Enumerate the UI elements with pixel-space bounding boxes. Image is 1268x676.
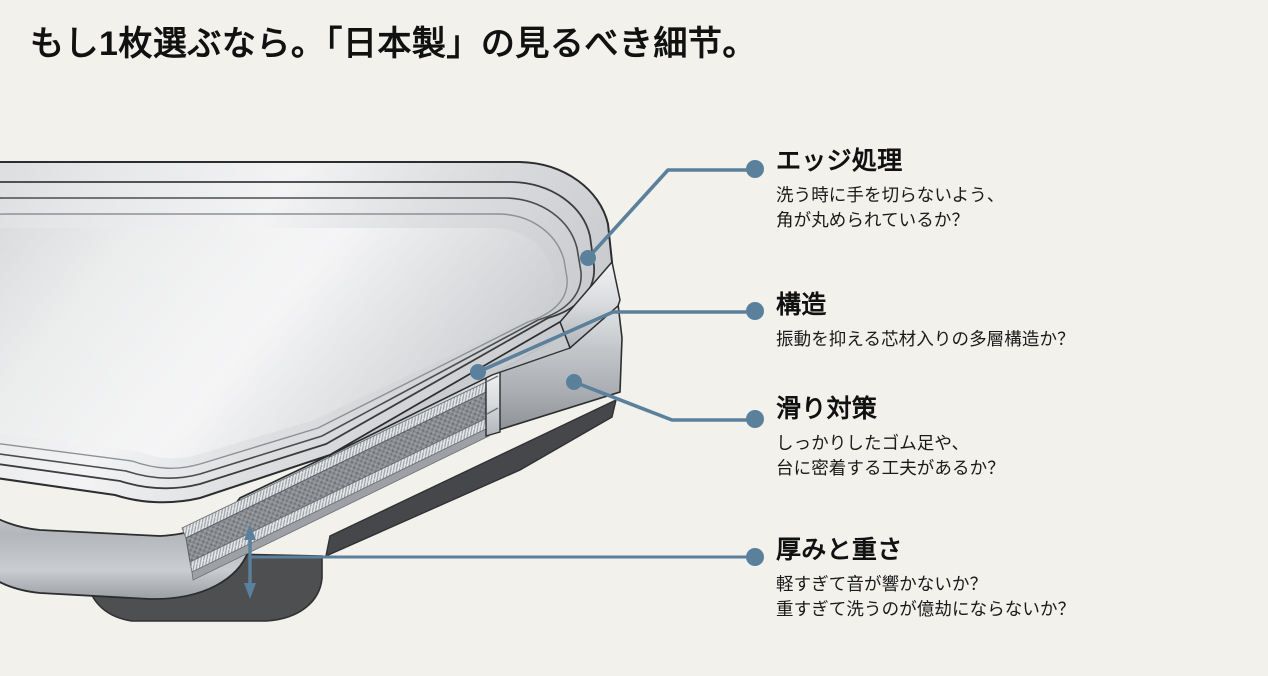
callout-weight-line-1: 軽すぎて音が響かないか？: [776, 573, 988, 594]
callout-structure-heading: 構造: [776, 291, 827, 319]
callout-slip-line-1: しっかりしたゴム足や、: [776, 432, 970, 453]
callout-edge: エッジ処理 洗う時に手を切らないよう、 角が丸められているか？: [776, 147, 1004, 235]
callout-edge-line-1: 洗う時に手を切らないよう、: [776, 184, 1005, 205]
callout-structure-line-1: 振動を抑える芯材入りの多層構造か？: [776, 328, 1075, 349]
callout-weight: 厚みと重さ 軽すぎて音が響かないか？ 重すぎて洗うのが億劫にならないか？: [776, 536, 1075, 624]
callout-structure: 構造 振動を抑える芯材入りの多層構造か？: [776, 291, 1075, 353]
callout-slip-line-2: 台に密着する工夫があるか？: [776, 458, 1005, 479]
callout-slip: 滑り対策 しっかりしたゴム足や、 台に密着する工夫があるか？: [776, 395, 1005, 483]
callout-slip-body: しっかりしたゴム足や、 台に密着する工夫があるか？: [776, 431, 1005, 483]
callout-weight-line-2: 重すぎて洗うのが億劫にならないか？: [776, 599, 1076, 620]
callout-weight-heading: 厚みと重さ: [776, 536, 903, 564]
layered-core: [181, 381, 490, 581]
thickness-dimension-arrow: [244, 524, 256, 599]
callout-edge-line-2: 角が丸められているか？: [776, 210, 970, 231]
top-surface: [0, 161, 614, 504]
callout-slip-heading: 滑り対策: [776, 395, 878, 423]
callout-edge-body: 洗う時に手を切らないよう、 角が丸められているか？: [776, 183, 1004, 235]
page-title: もし1枚選ぶなら。「日本製」の見るべき細节。: [30, 25, 757, 63]
callout-weight-body: 軽すぎて音が響かないか？ 重すぎて洗うのが億劫にならないか？: [776, 572, 1075, 624]
callout-edge-heading: エッジ処理: [776, 147, 903, 175]
callout-structure-body: 振動を抑える芯材入りの多層構造か？: [776, 327, 1075, 353]
